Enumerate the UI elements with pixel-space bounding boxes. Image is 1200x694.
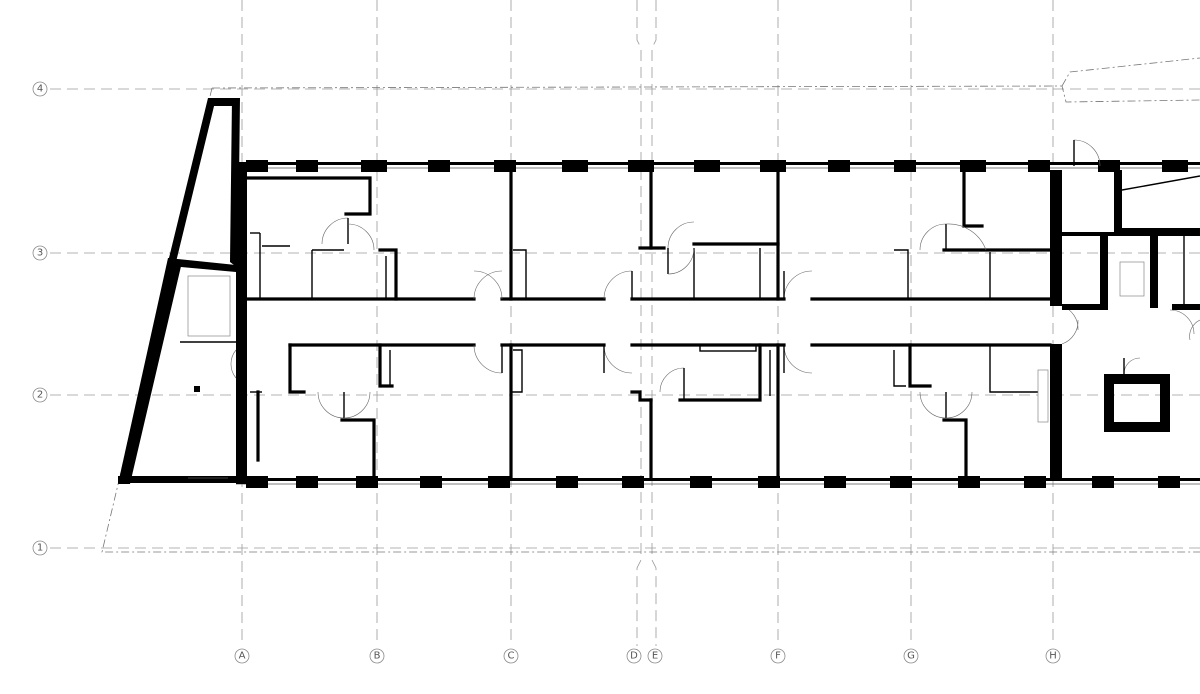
grid-bubble-row-2: 2 <box>32 387 48 403</box>
grid-label-col-b: B <box>374 651 381 662</box>
grid-bubble-col-c: C <box>503 648 519 664</box>
grid-label-col-e: E <box>652 651 658 662</box>
site-boundary <box>101 57 1200 553</box>
grid-bubble-col-h: H <box>1045 648 1061 664</box>
grid-label-col-d: D <box>630 651 638 662</box>
building-shell <box>236 162 1200 485</box>
grid-label-row-2: 2 <box>37 390 43 401</box>
grid-bubble-row-3: 3 <box>32 245 48 261</box>
facade-piers <box>246 160 1188 488</box>
grid-label-col-h: H <box>1049 651 1057 662</box>
grid-bubble-col-g: G <box>903 648 919 664</box>
grid-bubble-row-1: 1 <box>32 540 48 556</box>
grid-bubble-col-a: A <box>234 648 250 664</box>
grid-bubble-col-b: B <box>369 648 385 664</box>
grid-label-row-1: 1 <box>37 543 43 554</box>
corridor-walls <box>245 297 1052 347</box>
grid-bubbles: 4 3 2 1 A B C D <box>32 81 1061 664</box>
east-core <box>1062 170 1200 432</box>
west-wedge <box>118 98 242 484</box>
grid-label-col-g: G <box>907 651 915 662</box>
doors <box>230 139 1101 419</box>
grid-bubble-col-f: F <box>770 648 786 664</box>
grid-label-col-f: F <box>775 651 781 662</box>
grid-bubble-row-4: 4 <box>32 81 48 97</box>
grid-bubble-col-e: E <box>647 648 663 664</box>
grid-label-col-c: C <box>508 651 515 662</box>
grid-label-row-4: 4 <box>37 84 43 95</box>
grid-bubble-col-d: D <box>626 648 642 664</box>
room-partitions <box>245 168 1052 480</box>
grid-label-col-a: A <box>239 651 246 662</box>
grid-label-row-3: 3 <box>37 248 43 259</box>
